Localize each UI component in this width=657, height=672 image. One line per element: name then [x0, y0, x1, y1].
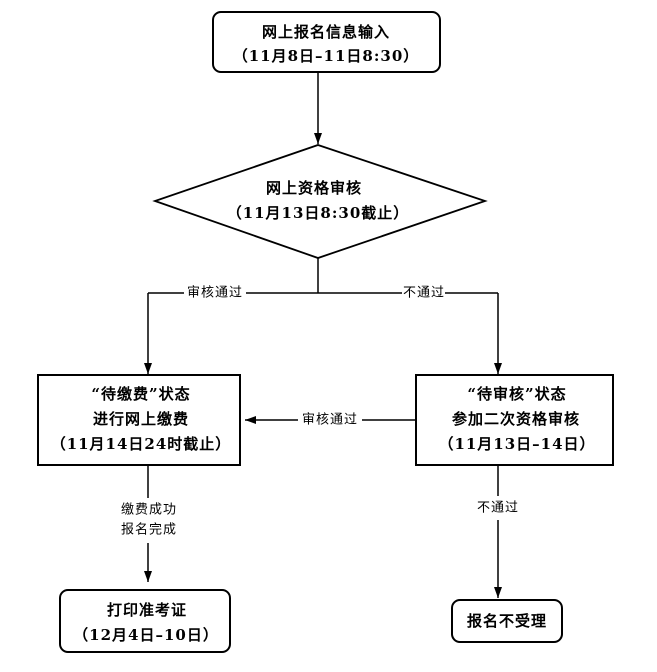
- edge-label-review-passed: 审核通过: [187, 286, 243, 301]
- node-print-admission-ticket-box: [59, 589, 231, 653]
- edge-label-review-failed: 不通过: [403, 286, 445, 301]
- decision-qualification-review-diamond: [152, 144, 488, 259]
- node-pending-review-action: 参加二次资格审核: [452, 410, 580, 428]
- node-pending-payment-date: （11月14日24时截止）: [51, 435, 232, 453]
- node-pending-payment-box: [37, 374, 241, 466]
- edge-label-registration-completed: 报名完成: [121, 522, 177, 538]
- node-print-admission-ticket-date: （12月4日–10日）: [73, 626, 219, 644]
- node-registration-input-date: （11月8日–11日8:30）: [233, 47, 420, 65]
- node-pending-review-status: “待审核”状态: [467, 385, 566, 403]
- node-not-accepted-title: 报名不受理: [467, 612, 547, 630]
- node-print-admission-ticket-title: 打印准考证: [107, 601, 187, 619]
- edge-label-second-review-passed: 审核通过: [302, 413, 358, 428]
- node-registration-input-title: 网上报名信息输入: [262, 23, 390, 41]
- edge-label-payment-completed: 缴费成功: [121, 503, 177, 518]
- node-registration-input-box: [212, 11, 441, 73]
- edge-label-second-review-failed: 不通过: [477, 501, 519, 516]
- node-pending-review-date: （11月13日–14日）: [438, 435, 595, 453]
- decision-qualification-review-date: （11月13日8:30截止）: [227, 204, 410, 222]
- node-pending-payment-status: “待缴费”状态: [91, 385, 190, 403]
- decision-qualification-review-title: 网上资格审核: [266, 179, 362, 197]
- node-pending-payment-action: 进行网上缴费: [93, 410, 189, 428]
- node-not-accepted-box: [451, 599, 563, 643]
